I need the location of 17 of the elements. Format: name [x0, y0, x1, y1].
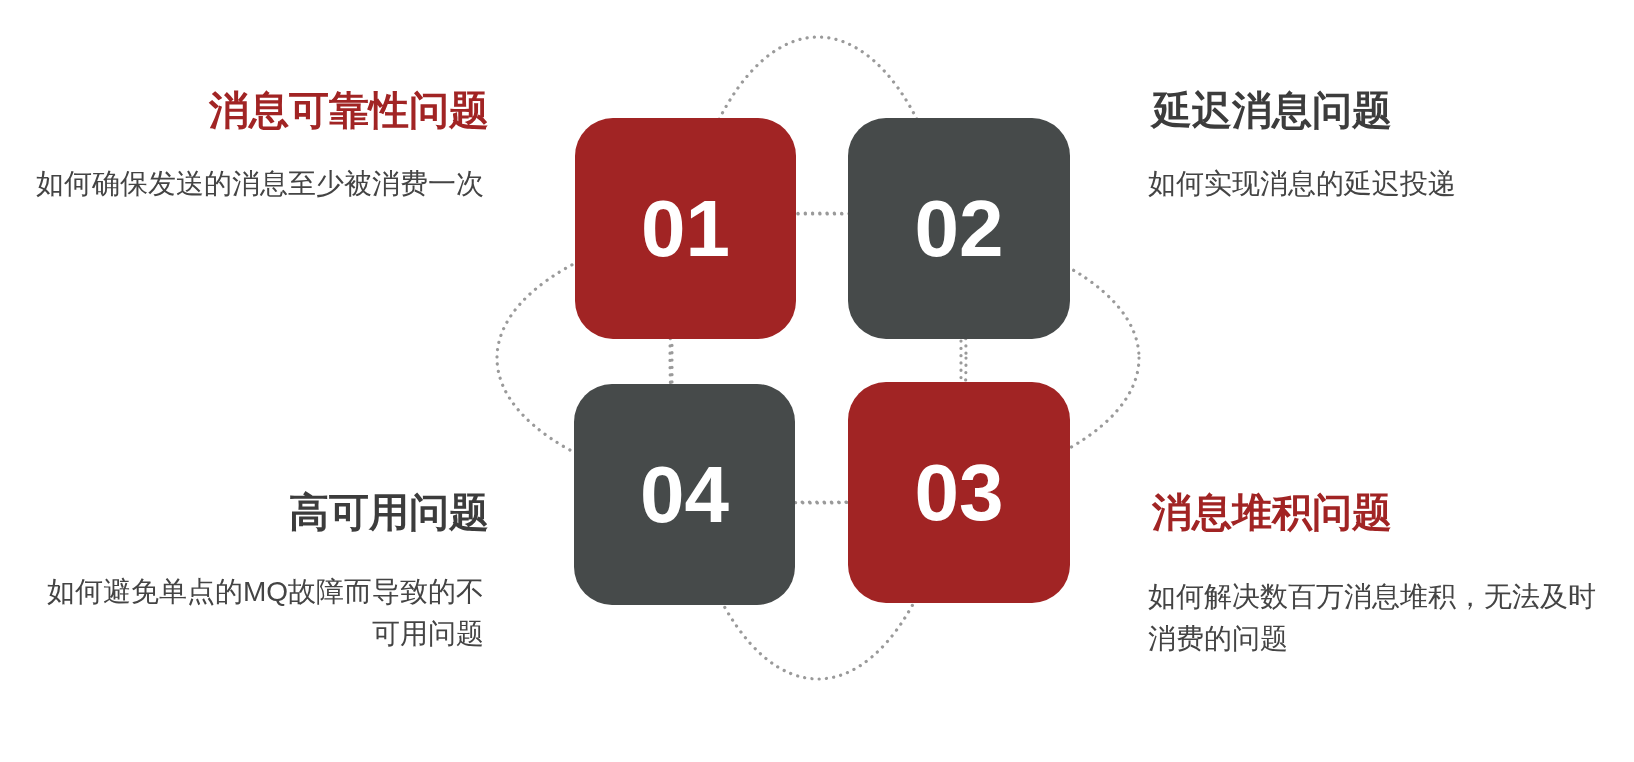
- topic-heading: 高可用问题: [289, 489, 489, 536]
- number-tile: [575, 118, 796, 339]
- dotted-connector: [959, 339, 963, 382]
- topic-heading: 消息堆积问题: [1152, 489, 1392, 536]
- topic-description: 如何实现消息的延迟投递: [1148, 167, 1457, 201]
- step-number: 03: [914, 452, 1004, 533]
- topic-heading: 消息可靠性问题: [209, 87, 489, 134]
- topic-description: 如何避免单点的MQ故障而导致的不可用问题: [45, 575, 484, 651]
- number-tile: [574, 384, 795, 605]
- step-number: 04: [640, 454, 729, 535]
- topic-description: 如何解决数百万消息堆积，无法及时消费的问题: [1148, 580, 1597, 656]
- number-tile: [848, 118, 1070, 339]
- number-tile: [848, 382, 1070, 603]
- step-number: 02: [914, 188, 1004, 269]
- step-number: 01: [641, 188, 730, 269]
- topic-heading: 延迟消息问题: [1152, 87, 1392, 134]
- topic-description: 如何确保发送的消息至少被消费一次: [35, 167, 484, 201]
